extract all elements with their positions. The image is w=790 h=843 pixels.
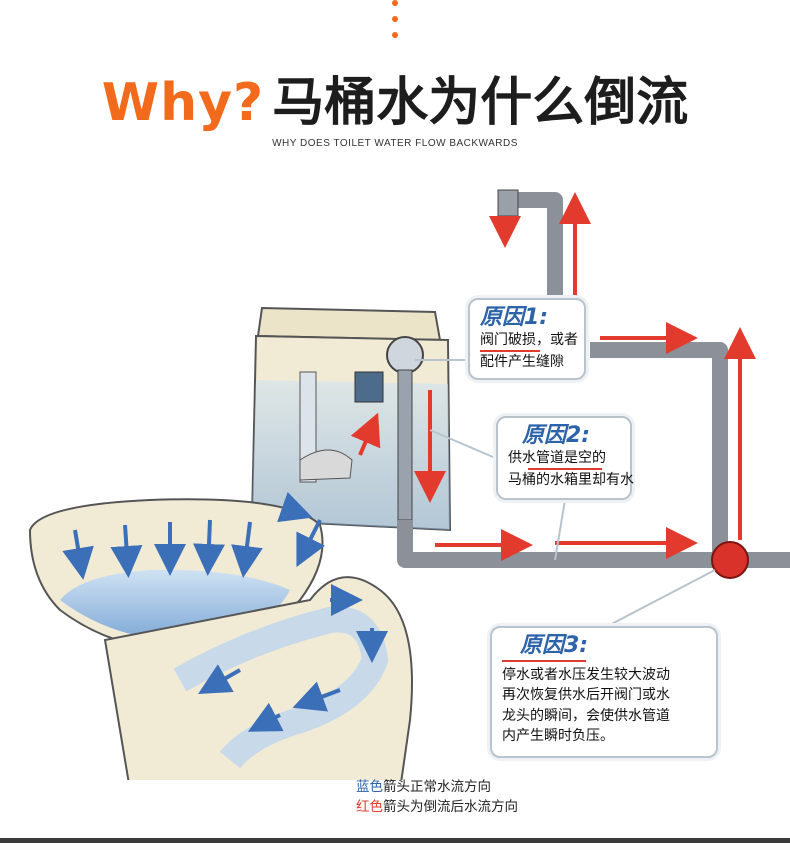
supply-pipes xyxy=(397,192,790,568)
backflow-arrows xyxy=(350,192,756,561)
callout-reason-3-line-1: 停水或者水压发生较大波动 xyxy=(502,667,670,684)
normal-flow-arrows xyxy=(62,491,388,732)
callout-reason-1: 原因1: 阀门破损，或者 配件产生缝隙 xyxy=(468,298,586,380)
callout-reason-3: 原因3: 停水或者水压发生较大波动 再次恢复供水后开阀门或水 龙头的瞬间，会使供… xyxy=(490,626,718,758)
legend-red-text: 箭头为倒流后水流方向 xyxy=(383,798,518,815)
toilet-tank xyxy=(250,306,452,532)
callout-reason-1-line-2: 配件产生缝隙 xyxy=(480,354,564,371)
legend-red: 红色箭头为倒流后水流方向 xyxy=(356,798,518,818)
valve-icon xyxy=(711,541,749,579)
callout-reason-3-line-2: 再次恢复供水后开阀门或水 xyxy=(502,687,670,704)
legend-red-word: 红色 xyxy=(356,798,383,815)
callout-reason-3-line-4: 内产生瞬时负压。 xyxy=(502,728,614,745)
legend: 蓝色箭头正常水流方向 红色箭头为倒流后水流方向 xyxy=(356,778,518,817)
title-accent: Why? xyxy=(101,73,265,133)
page-title: Why?马桶水为什么倒流 xyxy=(0,60,790,135)
toilet-backflow-illustration xyxy=(28,189,790,780)
callout-reason-2-heading: 原因2: xyxy=(522,423,591,448)
decorative-dots xyxy=(391,0,399,48)
callout-reason-2-line-2: 马桶的水箱里却有水 xyxy=(508,472,634,489)
callout-reason-3-line-3: 龙头的瞬间，会使供水管道 xyxy=(502,707,670,724)
legend-blue-text: 箭头正常水流方向 xyxy=(383,779,491,795)
callout-reason-1-line-1: 阀门破损，或者 xyxy=(480,332,578,349)
page-subtitle: WHY DOES TOILET WATER FLOW BACKWARDS xyxy=(272,138,518,149)
legend-blue-word: 蓝色 xyxy=(356,779,383,795)
callout-reason-3-heading: 原因3: xyxy=(520,633,589,658)
bottom-bar xyxy=(0,838,790,843)
callout-reason-2: 原因2: 供水管道是空的 马桶的水箱里却有水 xyxy=(496,416,634,500)
title-main: 马桶水为什么倒流 xyxy=(272,73,689,133)
toilet-bowl xyxy=(28,498,413,780)
callout-reason-2-line-1: 供水管道是空的 xyxy=(508,450,606,467)
legend-blue: 蓝色箭头正常水流方向 xyxy=(356,778,518,798)
callout-reason-1-heading: 原因1: xyxy=(480,305,549,330)
